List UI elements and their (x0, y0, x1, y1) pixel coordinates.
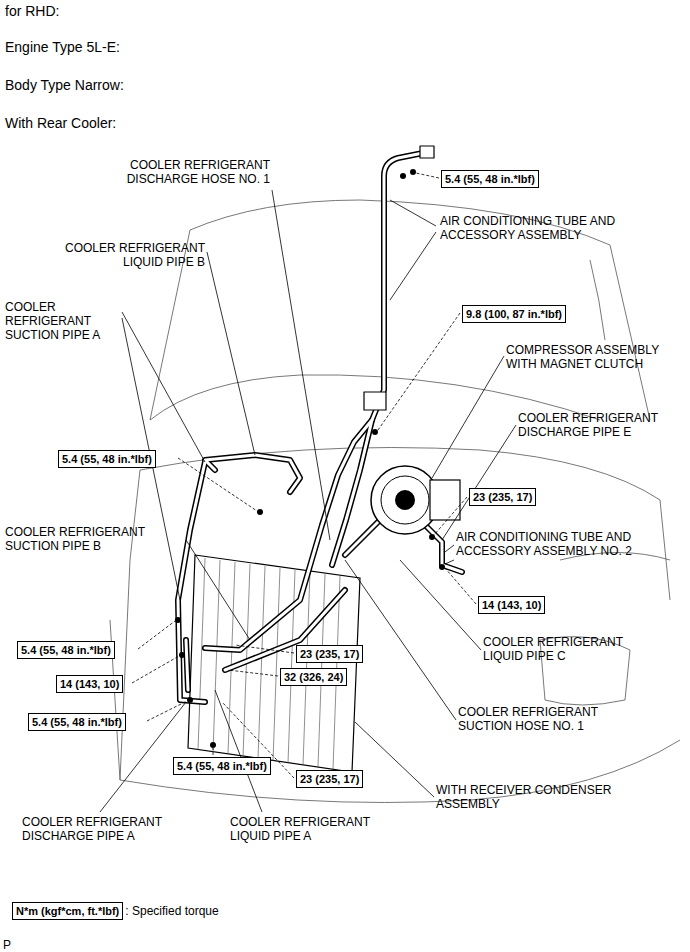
bolts (175, 169, 445, 748)
legend-text: : Specified torque (125, 904, 218, 918)
condenser (188, 555, 360, 772)
torque-value: 23 (235, 17) (300, 648, 359, 660)
part-name: COOLER REFRIGERANT DISCHARGE HOSE NO. 1 (100, 158, 270, 186)
torque-box: 5.4 (55, 48 in.*lbf) (17, 641, 115, 659)
part-name: COOLER REFRIGERANT DISCHARGE PIPE A (22, 815, 192, 843)
torque-box: 5.4 (55, 48 in.*lbf) (441, 170, 539, 188)
part-name: COOLER REFRIGERANT DISCHARGE PIPE E (518, 411, 686, 439)
torque-box: 14 (143, 10) (56, 675, 123, 693)
part-name: COOLER REFRIGERANT LIQUID PIPE B (40, 241, 205, 269)
torque-value: 23 (235, 17) (300, 773, 359, 785)
torque-box: 9.8 (100, 87 in.*lbf) (462, 305, 566, 323)
vehicle-outline (110, 200, 680, 803)
part-name: P (3, 938, 11, 952)
torque-value: 5.4 (55, 48 in.*lbf) (445, 173, 535, 185)
torque-value: 5.4 (55, 48 in.*lbf) (62, 453, 152, 465)
torque-box: 5.4 (55, 48 in.*lbf) (28, 713, 126, 731)
torque-box: 23 (235, 17) (469, 488, 536, 506)
torque-value: 14 (143, 10) (60, 678, 119, 690)
part-name: COOLER REFRIGERANT LIQUID PIPE C (483, 635, 653, 663)
part-name: COOLER REFRIGERANT SUCTION PIPE B (5, 525, 190, 553)
torque-box: 23 (235, 17) (296, 770, 363, 788)
condition-heading: Engine Type 5L-E: (5, 40, 120, 54)
legend-unit-box: N*m (kgf*cm, ft.*lbf) (12, 902, 123, 920)
torque-value: 14 (143, 10) (482, 599, 541, 611)
part-name: COMPRESSOR ASSEMBLY WITH MAGNET CLUTCH (506, 343, 686, 371)
torque-box: 5.4 (55, 48 in.*lbf) (173, 757, 271, 775)
part-name: WITH RECEIVER CONDENSER ASSEMBLY (436, 783, 636, 811)
torque-value: 5.4 (55, 48 in.*lbf) (21, 644, 111, 656)
part-name: COOLER REFRIGERANT SUCTION HOSE NO. 1 (458, 705, 633, 733)
torque-value: 5.4 (55, 48 in.*lbf) (32, 716, 122, 728)
part-name: AIR CONDITIONING TUBE AND ACCESSORY ASSE… (456, 530, 686, 558)
condition-heading: Body Type Narrow: (5, 78, 124, 92)
torque-box: 14 (143, 10) (478, 596, 545, 614)
torque-value: 9.8 (100, 87 in.*lbf) (466, 308, 562, 320)
refrigerant-pipes (178, 146, 462, 702)
condition-heading: With Rear Cooler: (5, 116, 116, 130)
part-name: AIR CONDITIONING TUBE AND ACCESSORY ASSE… (440, 214, 655, 242)
torque-value: 23 (235, 17) (473, 491, 532, 503)
compressor (371, 466, 460, 534)
condition-heading: for RHD: (5, 4, 59, 18)
torque-value: 5.4 (55, 48 in.*lbf) (177, 760, 267, 772)
part-name: COOLER REFRIGERANT SUCTION PIPE A (5, 300, 120, 342)
torque-box: 5.4 (55, 48 in.*lbf) (58, 450, 156, 468)
torque-value: 32 (326, 24) (284, 671, 343, 683)
torque-box: 23 (235, 17) (296, 645, 363, 663)
torque-box: 32 (326, 24) (280, 668, 347, 686)
part-name: COOLER REFRIGERANT LIQUID PIPE A (230, 815, 400, 843)
torque-value: N*m (kgf*cm, ft.*lbf) (16, 905, 119, 917)
